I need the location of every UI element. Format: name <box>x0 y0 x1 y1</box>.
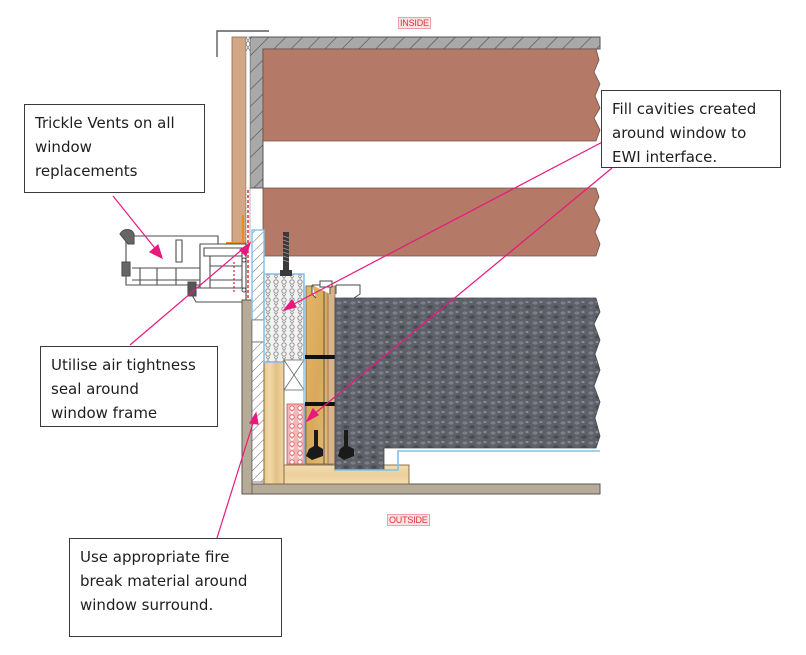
callout-line: window <box>35 138 92 156</box>
leader-air-tightness <box>129 246 246 346</box>
base-fixing-clips <box>306 430 354 460</box>
window-head-line <box>216 30 269 57</box>
callout-trickle-vents: Trickle Vents on all window replacements <box>24 104 205 193</box>
outside-label: OUTSIDE <box>387 514 430 526</box>
reveal-lining-board <box>231 36 247 244</box>
brick-course-lower <box>262 187 601 257</box>
void-cross-box <box>283 359 305 391</box>
callout-line: replacements <box>35 162 138 180</box>
callout-line: Fill cavities created <box>612 100 757 118</box>
leader-fill-cavities-2 <box>312 167 613 416</box>
fire-break-hatched-strip <box>251 229 265 483</box>
callout-air-tightness: Utilise air tightness seal around window… <box>40 346 218 427</box>
timber-stud <box>305 285 337 465</box>
ewi-insulation-board <box>334 297 601 471</box>
mineral-wool-cavity-fill <box>263 273 305 363</box>
window-frame-profile <box>119 228 247 303</box>
brick-course-upper <box>262 48 601 142</box>
callout-line: window surround. <box>80 596 214 614</box>
inside-label: INSIDE <box>398 17 431 29</box>
fire-break-material <box>286 403 306 465</box>
callout-line: Trickle Vents on all <box>35 114 175 132</box>
callout-line: seal around <box>51 380 139 398</box>
callout-fire-break: Use appropriate fire break material arou… <box>69 538 282 637</box>
callout-line: around window to <box>612 124 747 142</box>
callout-line: Utilise air tightness <box>51 356 196 374</box>
leader-fire-break <box>216 419 255 539</box>
callout-line: Use appropriate fire <box>80 548 230 566</box>
callout-line: EWI interface. <box>612 148 718 166</box>
leader-trickle-vents <box>112 195 159 253</box>
callout-fill-cavities: Fill cavities created around window to E… <box>601 90 781 168</box>
membrane-line <box>335 450 600 471</box>
airtight-tape <box>226 215 244 244</box>
leader-lines <box>112 136 613 539</box>
callout-line: break material around <box>80 572 248 590</box>
callout-line: window frame <box>51 404 158 422</box>
screw-fixing <box>280 232 292 276</box>
leader-fill-cavities-1 <box>289 136 613 307</box>
